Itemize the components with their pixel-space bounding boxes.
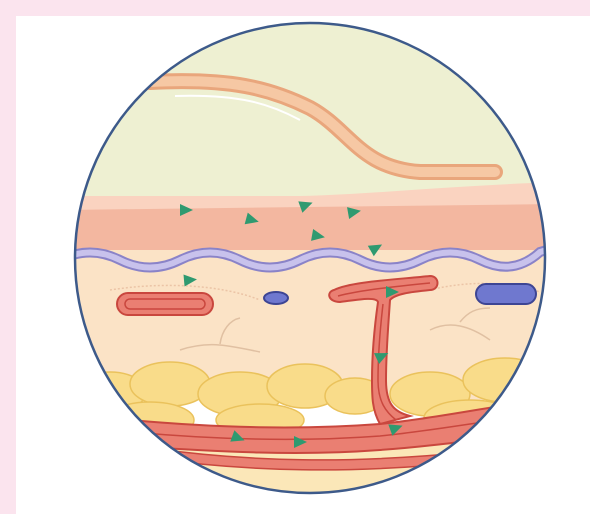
- blue-vessel-small: [264, 292, 288, 304]
- red-vessel-capsule: [117, 293, 213, 315]
- blue-vessel-large: [476, 284, 536, 304]
